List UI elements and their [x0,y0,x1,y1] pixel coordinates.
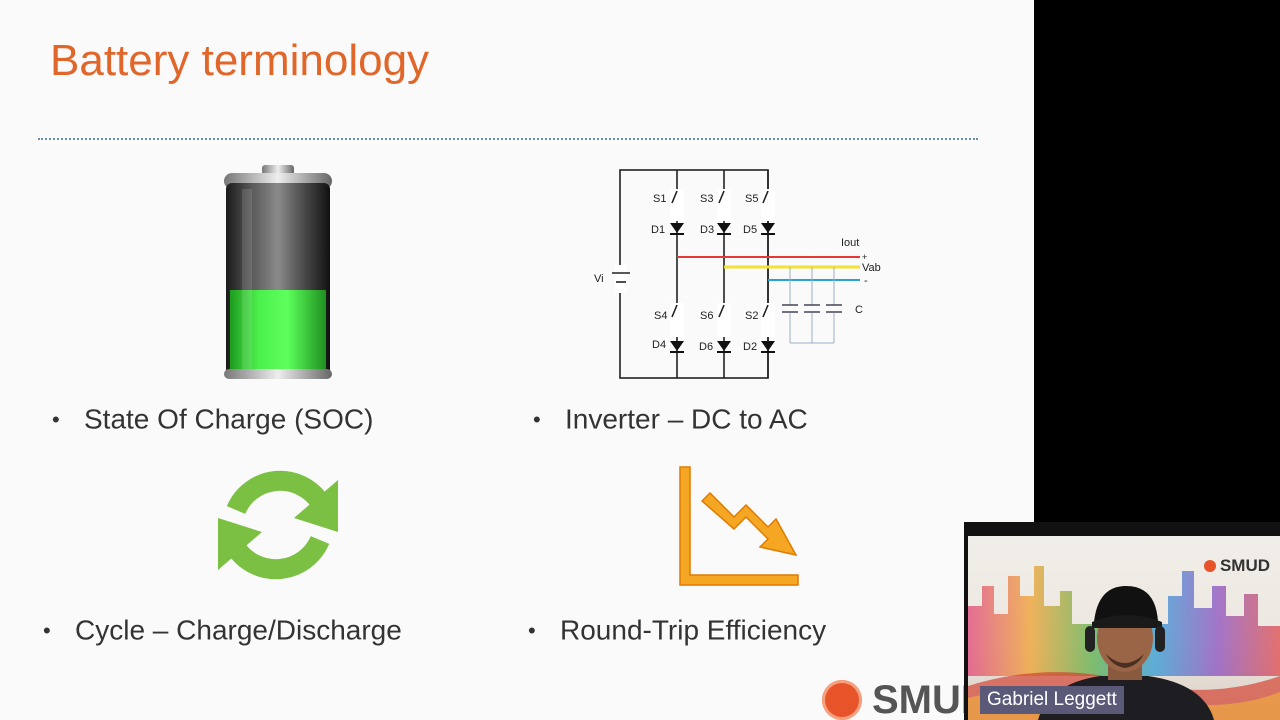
label-c: C [855,304,863,316]
bullet-marker: • [52,406,60,432]
bullet-marker: • [528,617,536,643]
bullet-cycle: • Cycle – Charge/Discharge [43,613,402,647]
inverter-circuit-diagram: S1 S3 S5 D1 D3 D5 S4 S6 S2 D4 D6 D2 Vi I… [594,169,881,379]
label-s1: S1 [653,193,666,205]
declining-chart-icon [679,466,799,586]
label-s2: S2 [745,310,758,322]
label-plus: + [862,252,867,262]
label-d6: D6 [699,341,713,353]
label-s5: S5 [745,193,758,205]
label-vab: Vab [862,262,881,274]
video-smud-logo-text: SMUD [1219,556,1270,575]
label-d3: D3 [700,224,714,236]
bullet-text: Inverter – DC to AC [565,403,808,435]
smud-logo-circle [822,680,862,720]
label-d2: D2 [743,341,757,353]
video-smud-logo: SMUD [1203,556,1270,576]
label-vi: Vi [594,273,604,285]
label-minus: - [864,275,868,287]
battery-icon [224,165,332,379]
bullet-text: Cycle – Charge/Discharge [75,614,402,646]
label-s6: S6 [700,310,713,322]
label-s4: S4 [654,310,667,322]
video-smud-logo-circle [1203,560,1216,572]
bullet-marker: • [533,406,541,432]
bullet-marker: • [43,617,51,643]
refresh-cycle-icon [218,470,338,580]
bullet-text: Round-Trip Efficiency [560,614,827,646]
title-divider [38,138,978,140]
slide-title: Battery terminology [50,36,430,85]
participant-name-tag: Gabriel Leggett [980,686,1124,714]
label-d1: D1 [651,224,665,236]
presentation-slide: Battery terminology [0,0,1034,720]
bullet-text: State Of Charge (SOC) [84,403,374,435]
participant-video-tile[interactable]: SMUD [964,522,1280,720]
label-iout: Iout [841,237,859,249]
label-d5: D5 [743,224,757,236]
label-s3: S3 [700,193,713,205]
bullet-efficiency: • Round-Trip Efficiency [528,613,826,647]
label-d4: D4 [652,339,666,351]
bullet-inverter: • Inverter – DC to AC [533,402,808,436]
bullet-soc: • State Of Charge (SOC) [52,402,373,436]
